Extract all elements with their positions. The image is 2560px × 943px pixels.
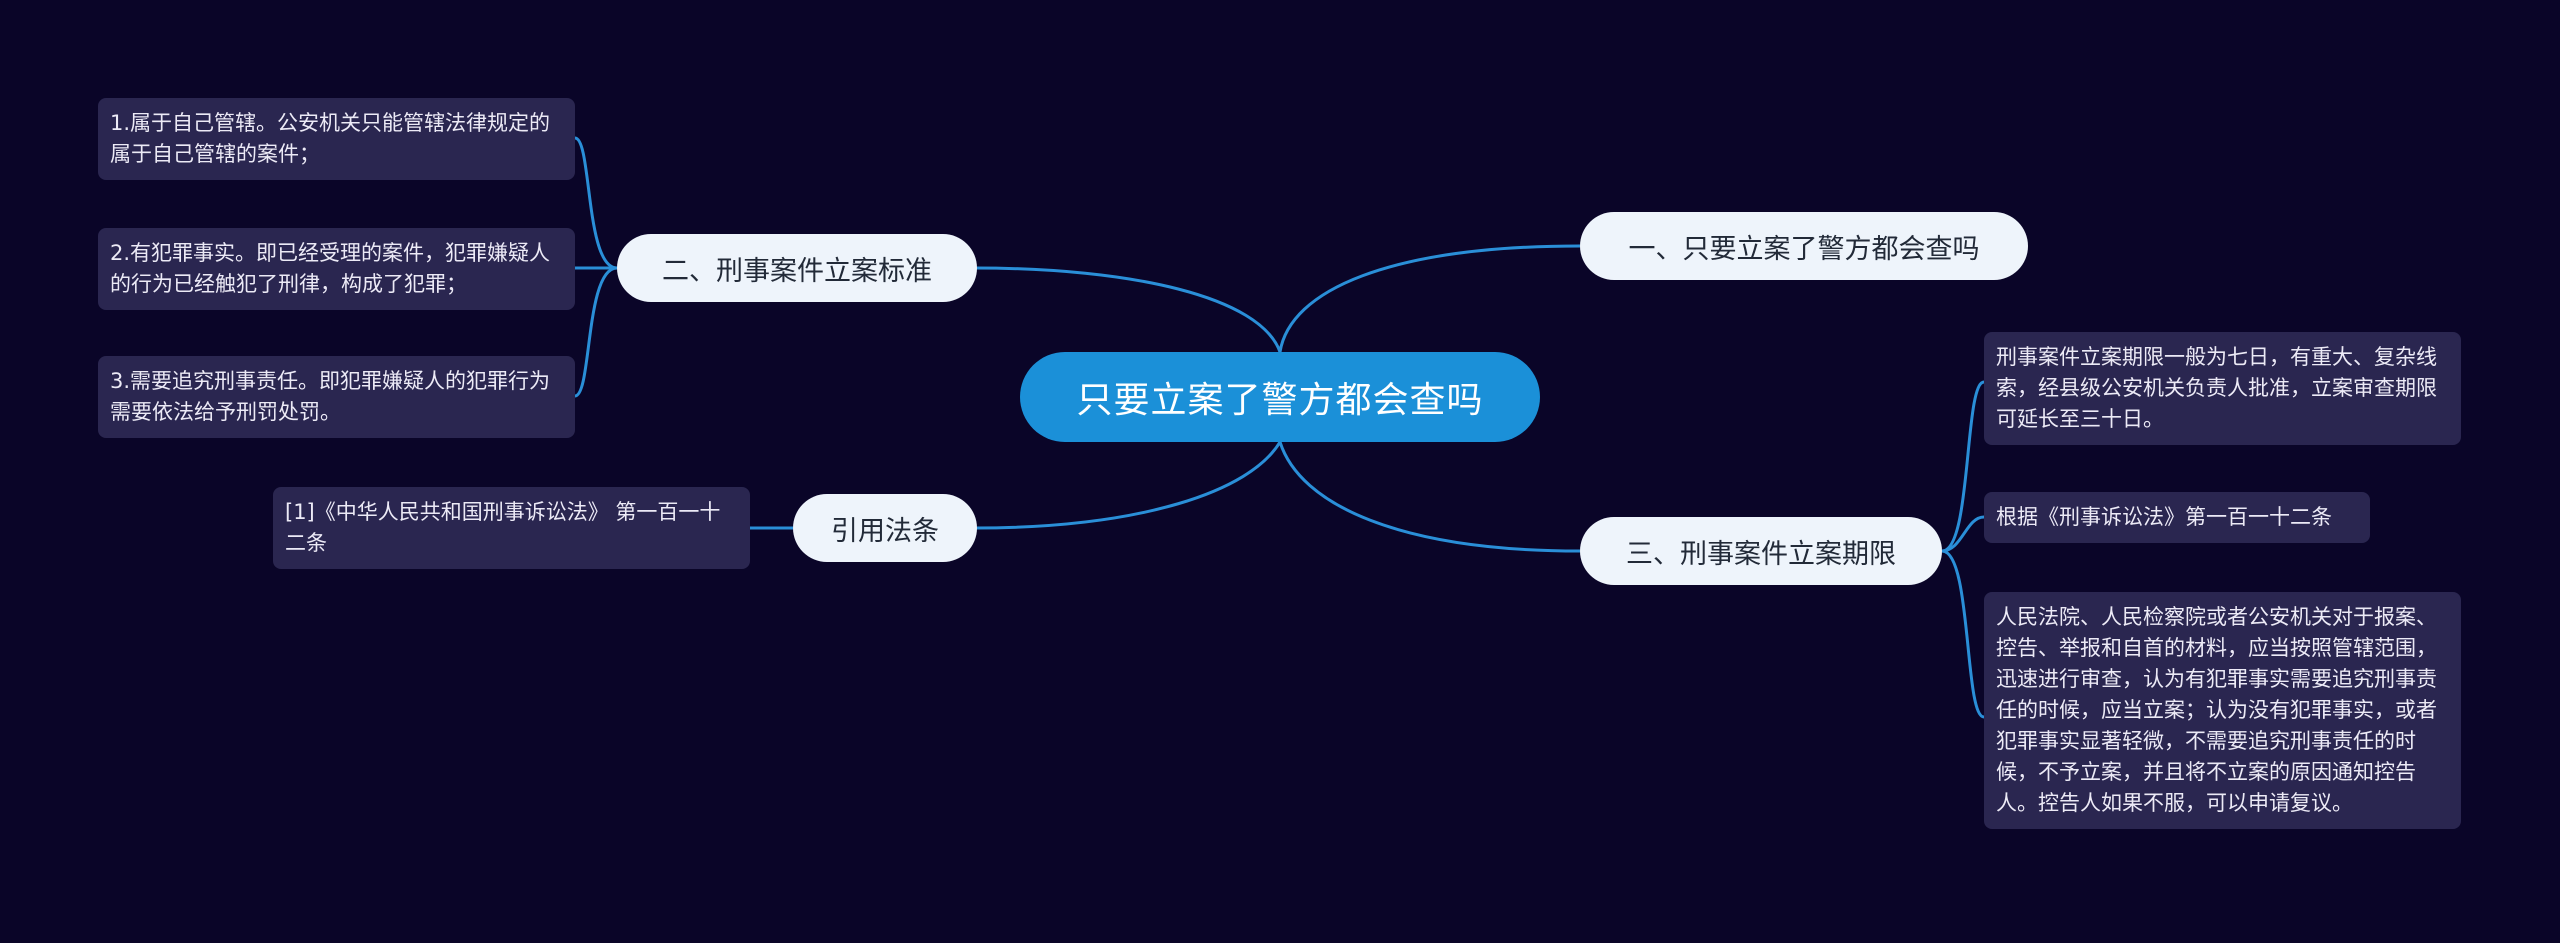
branch-b1-label: 一、只要立案了警方都会查吗 [1628,233,1980,265]
branch-b3[interactable]: 三、刑事案件立案期限 [1580,517,1942,585]
leaf-b4-1[interactable]: [1]《中华人民共和国刑事诉讼法》 第一百一十二条 [273,487,750,569]
connector-root-b4 [974,441,1282,530]
leaf-b3-1[interactable]: 刑事案件立案期限一般为七日，有重大、复杂线索，经县级公安机关负责人批准，立案审查… [1984,332,2461,445]
leaf-b3-3[interactable]: 人民法院、人民检察院或者公安机关对于报案、控告、举报和自首的材料，应当按照管辖范… [1984,592,2461,829]
leaf-b4-1-text: [1]《中华人民共和国刑事诉讼法》 第一百一十二条 [285,500,721,555]
leaf-b2-3-text: 3.需要追究刑事责任。即犯罪嫌疑人的犯罪行为需要依法给予刑罚处罚。 [110,369,551,424]
leaf-b2-3[interactable]: 3.需要追究刑事责任。即犯罪嫌疑人的犯罪行为需要依法给予刑罚处罚。 [98,356,575,438]
leaf-b3-2[interactable]: 根据《刑事诉讼法》第一百一十二条 [1984,492,2370,543]
connector-root-b3 [1278,441,1581,553]
connector-b3-leaf2 [1941,515,1985,553]
branch-b2-label: 二、刑事案件立案标准 [662,255,932,287]
branch-b2[interactable]: 二、刑事案件立案标准 [617,234,977,302]
leaf-b3-1-text: 刑事案件立案期限一般为七日，有重大、复杂线索，经县级公安机关负责人批准，立案审查… [1996,345,2437,431]
connector-b2-leaf1 [574,136,618,270]
branch-b4-label: 引用法条 [831,515,939,547]
root-topic[interactable]: 只要立案了警方都会查吗 [1020,352,1540,442]
connector-b2-leaf3 [574,266,618,398]
leaf-b3-2-text: 根据《刑事诉讼法》第一百一十二条 [1996,505,2332,529]
leaf-b2-2[interactable]: 2.有犯罪事实。即已经受理的案件，犯罪嫌疑人的行为已经触犯了刑律，构成了犯罪； [98,228,575,310]
leaf-b2-1[interactable]: 1.属于自己管辖。公安机关只能管辖法律规定的属于自己管辖的案件； [98,98,575,180]
connector-root-b1 [1278,244,1581,353]
connector-b3-leaf3 [1941,549,1985,719]
connector-root-b2 [974,266,1282,353]
branch-b4[interactable]: 引用法条 [793,494,977,562]
branch-b1[interactable]: 一、只要立案了警方都会查吗 [1580,212,2028,280]
connector-b3-leaf1 [1941,380,1985,553]
leaf-b2-1-text: 1.属于自己管辖。公安机关只能管辖法律规定的属于自己管辖的案件； [110,111,551,166]
leaf-b3-3-text: 人民法院、人民检察院或者公安机关对于报案、控告、举报和自首的材料，应当按照管辖范… [1996,605,2437,815]
branch-b3-label: 三、刑事案件立案期限 [1626,538,1896,570]
root-topic-label: 只要立案了警方都会查吗 [1076,380,1484,421]
leaf-b2-2-text: 2.有犯罪事实。即已经受理的案件，犯罪嫌疑人的行为已经触犯了刑律，构成了犯罪； [110,241,551,296]
